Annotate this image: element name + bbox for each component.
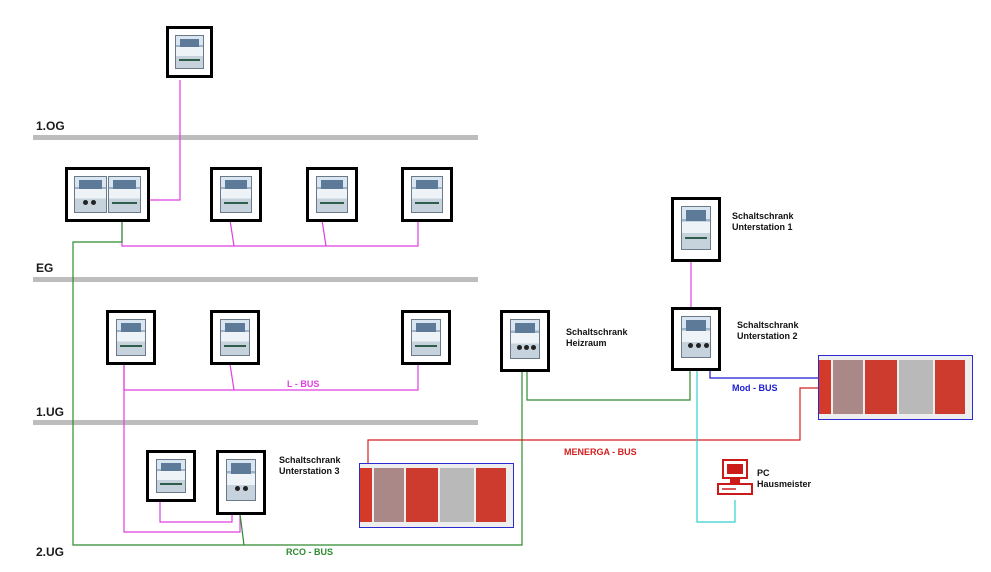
- controller-panel-icon-u3: [216, 450, 266, 515]
- computer-icon: [717, 459, 753, 495]
- station-label-line: Unterstation 3: [279, 466, 340, 476]
- l-bus-label: L - BUS: [287, 379, 320, 389]
- controller-panel-icon: [401, 167, 453, 222]
- menerga-bus-line: [367, 387, 818, 466]
- pc-line: [696, 370, 736, 523]
- controller-panel-icon: [306, 167, 358, 222]
- floor-bar-1ug: [33, 420, 478, 425]
- floor-label-1og: 1.OG: [36, 119, 65, 133]
- station-label-line: Schaltschrank: [737, 320, 799, 330]
- station-label-line: Unterstation 1: [732, 222, 793, 232]
- controller-panel-icon: [166, 26, 213, 78]
- rco-bus-label: RCO - BUS: [286, 547, 333, 557]
- controller-panel-icon: [65, 167, 150, 222]
- station-label-line: Schaltschrank: [732, 211, 794, 221]
- station-label-unterstation-3: Schaltschrank Unterstation 3: [279, 455, 341, 477]
- station-label-line: Schaltschrank: [566, 327, 628, 337]
- station-label-line: Schaltschrank: [279, 455, 341, 465]
- controller-panel-icon: [146, 450, 196, 502]
- controller-panel-icon-heizraum: [500, 310, 550, 372]
- air-handling-unit-icon: [818, 355, 973, 420]
- floor-bar-eg: [33, 277, 478, 282]
- pc-label: PC Hausmeister: [757, 468, 811, 490]
- floor-label-2ug: 2.UG: [36, 545, 65, 559]
- floor-bar-1og: [33, 135, 478, 140]
- station-label-heizraum: Schaltschrank Heizraum: [566, 327, 628, 349]
- menerga-bus-label: MENERGA - BUS: [564, 447, 637, 457]
- pc-label-line: PC: [757, 468, 770, 478]
- controller-panel-icon: [401, 310, 451, 365]
- station-label-line: Unterstation 2: [737, 331, 798, 341]
- controller-panel-icon: [210, 310, 260, 365]
- controller-panel-icon: [210, 167, 262, 222]
- rco-bus-lines: [72, 220, 691, 546]
- floor-label-eg: EG: [36, 261, 54, 275]
- station-label-unterstation-2: Schaltschrank Unterstation 2: [737, 320, 799, 342]
- air-handling-unit-icon: [359, 463, 514, 528]
- mod-bus-label: Mod - BUS: [732, 383, 778, 393]
- controller-panel-icon: [106, 310, 156, 365]
- controller-panel-icon-u2: [671, 307, 721, 371]
- pc-label-line: Hausmeister: [757, 479, 812, 489]
- mod-bus-line: [709, 370, 818, 379]
- station-label-line: Heizraum: [566, 338, 607, 348]
- controller-panel-icon-u1: [671, 197, 721, 262]
- floor-label-1ug: 1.UG: [36, 405, 65, 419]
- station-label-unterstation-1: Schaltschrank Unterstation 1: [732, 211, 794, 233]
